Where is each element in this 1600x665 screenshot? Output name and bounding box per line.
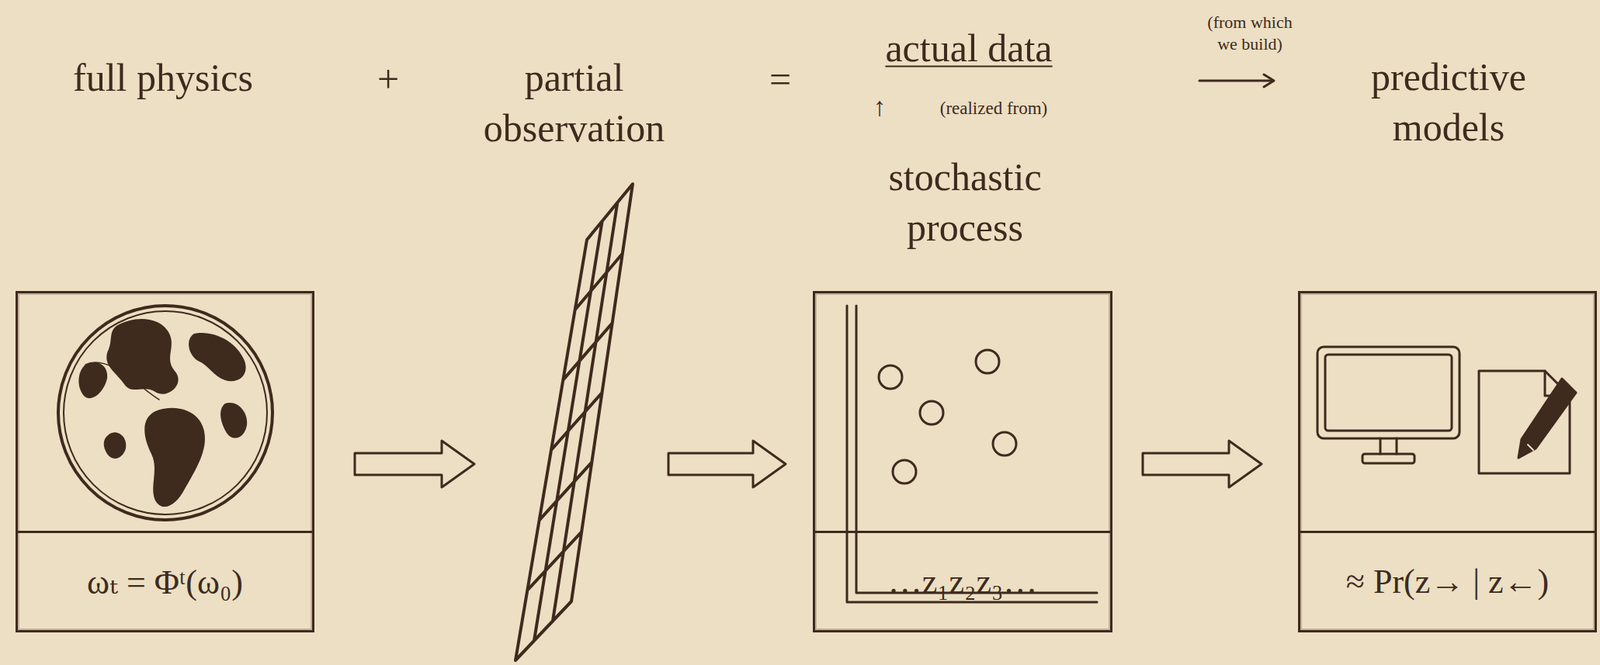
frame-box: ωₜ = Φᵗ(ω₀)	[15, 291, 315, 633]
small-note: (from which we build)	[1200, 11, 1300, 55]
grid-lines	[515, 183, 633, 661]
frame-box: ≈ Pr(z→ | z←)	[1298, 291, 1597, 633]
hollow-arrow	[1142, 440, 1262, 488]
formula-text: ≈ Pr(z→ | z←)	[1346, 562, 1549, 602]
top-heading: predictive models	[1332, 52, 1566, 153]
scatter-plot-icon	[846, 305, 1097, 603]
hollow-arrow	[668, 440, 786, 488]
formula-text: ωₜ = Φᵗ(ω₀)	[86, 562, 243, 603]
grid-shape	[515, 183, 633, 661]
operator-symbol: =	[769, 54, 792, 105]
small-arrow	[1199, 74, 1274, 87]
paper-pen-icon	[1478, 371, 1576, 474]
formula-band: ≈ Pr(z→ | z←)	[1300, 531, 1595, 631]
node-heading: partial observation	[458, 52, 691, 154]
top-heading: full physics	[72, 52, 254, 104]
globe-icon	[58, 305, 273, 521]
frame-box: stochastic process…z₁z₂z₃…	[812, 291, 1113, 633]
hollow-arrow	[354, 440, 475, 488]
formula-text: …z₁z₂z₃…	[888, 562, 1038, 602]
small-note: (realized from)	[940, 97, 1049, 121]
top-heading: actual data	[885, 23, 1052, 74]
formula-band: ωₜ = Φᵗ(ω₀)	[17, 531, 313, 631]
operator-symbol: +	[377, 54, 400, 105]
up-arrow-glyph: ↑	[873, 90, 887, 125]
formula-band: …z₁z₂z₃…	[815, 531, 1111, 631]
monitor-icon	[1317, 347, 1460, 464]
node-heading: stochastic process	[848, 152, 1082, 254]
observation-grid: partial observation	[515, 183, 633, 661]
